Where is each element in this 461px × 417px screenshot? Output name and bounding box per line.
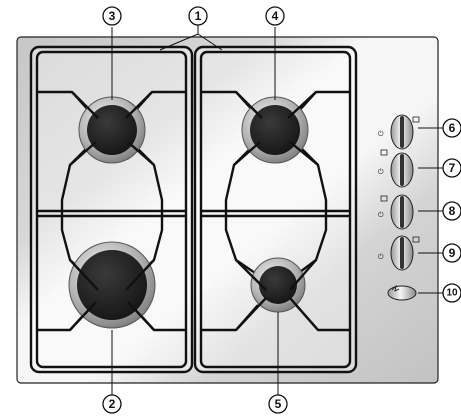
burner-position-icon	[380, 149, 388, 156]
callout-8: 8	[442, 201, 461, 221]
callout-9: 9	[442, 243, 461, 263]
callout-6: 6	[442, 118, 461, 138]
callout-1: 1	[188, 6, 208, 26]
callout-7: 7	[442, 158, 461, 178]
callout-3: 3	[102, 6, 122, 26]
knob-bottom-right-burner[interactable]: ⏻	[378, 235, 420, 271]
burner-position-icon	[412, 236, 420, 243]
svg-text:1: 1	[195, 9, 202, 23]
svg-text:4: 4	[272, 9, 279, 23]
power-symbol-icon: ⏻	[378, 130, 384, 138]
power-symbol-icon: ⏻	[378, 253, 384, 261]
knob-bottom-left-burner[interactable]: ⏻	[378, 194, 414, 230]
spark-icon	[391, 284, 400, 292]
svg-text:9: 9	[449, 246, 456, 260]
svg-text:10: 10	[446, 288, 458, 299]
svg-text:6: 6	[449, 121, 456, 135]
knob-top-left-burner[interactable]: ⏻	[378, 149, 414, 188]
burner-position-icon	[412, 116, 420, 123]
callout-5: 5	[268, 394, 288, 414]
callout-10: 10	[442, 283, 461, 303]
ignition-button[interactable]	[387, 284, 417, 301]
power-symbol-icon: ⏻	[378, 168, 384, 176]
callout-2: 2	[102, 394, 122, 414]
svg-text:5: 5	[275, 397, 282, 411]
svg-text:2: 2	[109, 397, 116, 411]
knob-top-right-burner[interactable]: ⏻	[378, 114, 420, 150]
svg-text:3: 3	[109, 9, 116, 23]
leader-lines	[111, 25, 444, 395]
top-left-burner	[78, 96, 146, 164]
callout-4: 4	[265, 6, 285, 26]
power-symbol-icon: ⏻	[378, 211, 384, 219]
svg-text:7: 7	[449, 161, 456, 175]
burner-position-icon	[380, 195, 388, 202]
bottom-left-burner	[68, 241, 156, 329]
svg-text:8: 8	[449, 204, 456, 218]
